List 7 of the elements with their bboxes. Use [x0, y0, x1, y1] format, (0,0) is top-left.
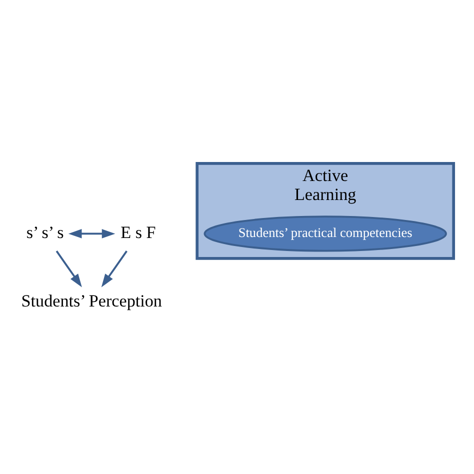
- node-text: s’ s’ s: [26, 222, 64, 242]
- node-ellipse: Students’ practical competencies: [204, 215, 447, 252]
- arrow: [56, 250, 82, 287]
- node-text: Students’ Perception: [21, 290, 162, 310]
- node-text: E s F: [120, 222, 156, 242]
- arrow: [101, 250, 128, 287]
- arrow: [68, 228, 116, 238]
